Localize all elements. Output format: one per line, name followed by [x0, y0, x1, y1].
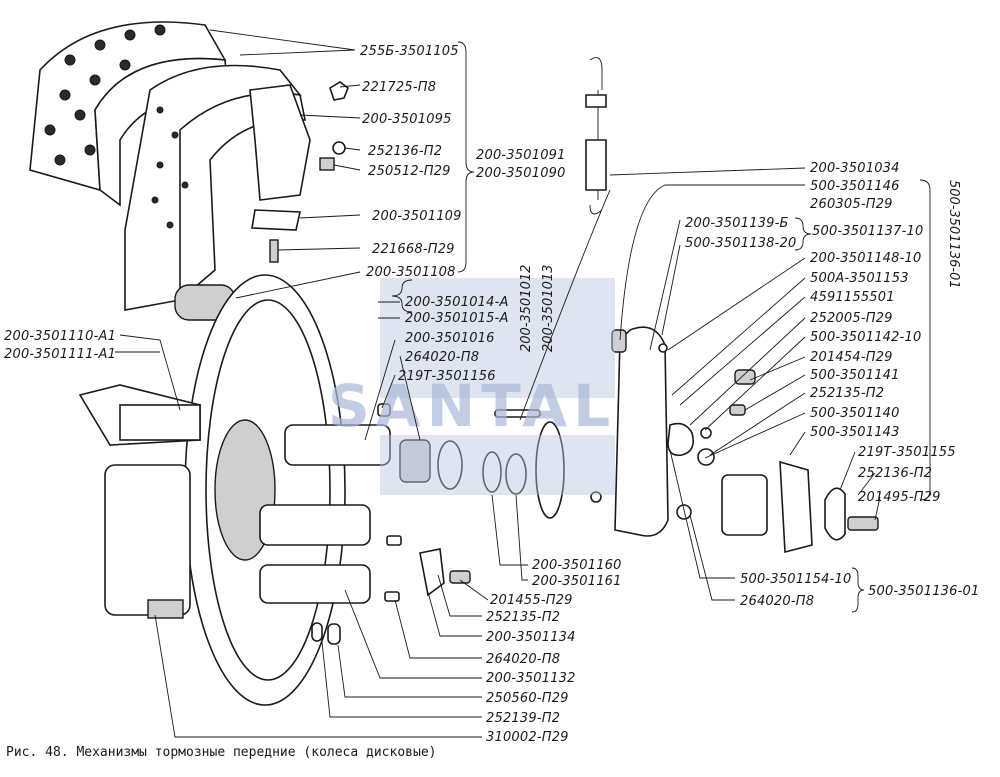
label-part-500-3501146: 500-3501146: [810, 179, 900, 194]
slack-adjuster-drawing: [590, 326, 879, 554]
label-part-200-3501095: 200-3501095: [362, 112, 452, 127]
label-part-201455: 201455-П29: [490, 593, 573, 608]
label-part-500-3501142-10: 500-3501142-10: [810, 330, 921, 345]
label-part-200-3501109: 200-3501109: [372, 209, 462, 224]
label-part-252136-right: 252136-П2: [858, 466, 932, 481]
label-part-200-3501012-vertical: 200-3501012: [519, 265, 534, 352]
label-part-200-3501108: 200-3501108: [366, 265, 456, 280]
label-part-252135-bottom: 252135-П2: [486, 610, 560, 625]
label-part-500-3501141: 500-3501141: [810, 368, 900, 383]
leader-lines: [115, 29, 931, 738]
label-part-200-3501161: 200-3501161: [532, 574, 622, 589]
backing-plate-drawing: [78, 274, 391, 706]
label-part-500-3501137-10: 500-3501137-10: [812, 224, 923, 239]
return-spring-drawing: [585, 57, 607, 215]
label-part-219t-3501156: 219Т-3501156: [398, 369, 496, 384]
label-bolt-221725: 221725-П8: [362, 80, 436, 95]
label-part-201495: 201495-П29: [858, 490, 941, 505]
label-part-200-3501034: 200-3501034: [810, 161, 900, 176]
label-part-4591155501: 4591155501: [810, 290, 895, 305]
plate-fasteners-drawing: [311, 403, 471, 645]
label-part-201454: 201454-П29: [810, 350, 893, 365]
label-part-260305: 260305-П29: [810, 197, 893, 212]
label-part-200-3501148-10: 200-3501148-10: [810, 251, 921, 266]
label-part-264020-right: 264020-П8: [740, 594, 814, 609]
label-part-200-3501015-a: 200-3501015-А: [405, 311, 509, 326]
label-spring-200-3501091: 200-3501091: [476, 148, 566, 163]
label-part-250560: 250560-П29: [486, 691, 569, 706]
label-part-500-3501138-20: 500-3501138-20: [685, 236, 796, 251]
label-part-200-3501111-a1: 200-3501111-А1: [4, 347, 116, 362]
label-part-500-3501140: 500-3501140: [810, 406, 900, 421]
label-lining: 255Б-3501105: [360, 44, 459, 59]
label-washer-252136: 252136-П2: [368, 144, 442, 159]
label-spring-200-3501090: 200-3501090: [476, 166, 566, 181]
label-part-200-3501160: 200-3501160: [532, 558, 622, 573]
label-part-200-3501110-a1: 200-3501110-А1: [4, 329, 116, 344]
watermark: SANTAL: [328, 278, 615, 495]
label-part-252005: 252005-П29: [810, 311, 893, 326]
label-part-200-3501013-vertical: 200-3501013: [541, 265, 556, 352]
label-part-200-3501134: 200-3501134: [486, 630, 576, 645]
label-part-200-3501132: 200-3501132: [486, 671, 576, 686]
label-part-252139: 252139-П2: [486, 711, 560, 726]
label-part-500-3501143: 500-3501143: [810, 425, 900, 440]
bearings-drawing: [399, 409, 565, 519]
label-bolt-221668: 221668-П29: [372, 242, 455, 257]
label-part-310002: 310002-П29: [486, 730, 569, 745]
part-labels: 255Б-3501105 221725-П8 200-3501095 25213…: [4, 44, 979, 745]
label-part-264020-top: 264020-П8: [405, 350, 479, 365]
figure-caption: Рис. 48. Механизмы тормозные передние (к…: [6, 745, 437, 760]
label-part-200-3501014-a: 200-3501014-А: [405, 295, 509, 310]
label-part-200-3501016: 200-3501016: [405, 331, 495, 346]
label-part-500a-3501153: 500А-3501153: [810, 271, 909, 286]
label-nut-250512: 250512-П29: [368, 164, 451, 179]
label-part-252135: 252135-П2: [810, 386, 884, 401]
label-assembly-500-3501136-01-vertical: 500-3501136-01: [946, 180, 961, 289]
label-assembly-500-3501136-01: 500-3501136-01: [868, 584, 979, 599]
label-part-500-3501154-10: 500-3501154-10: [740, 572, 851, 587]
brake-shoe-drawing: [124, 64, 311, 321]
label-part-200-3501139-b: 200-3501139-Б: [685, 216, 789, 231]
label-part-264020-bottom: 264020-П8: [486, 652, 560, 667]
label-part-219t-3501155: 219Т-3501155: [858, 445, 956, 460]
